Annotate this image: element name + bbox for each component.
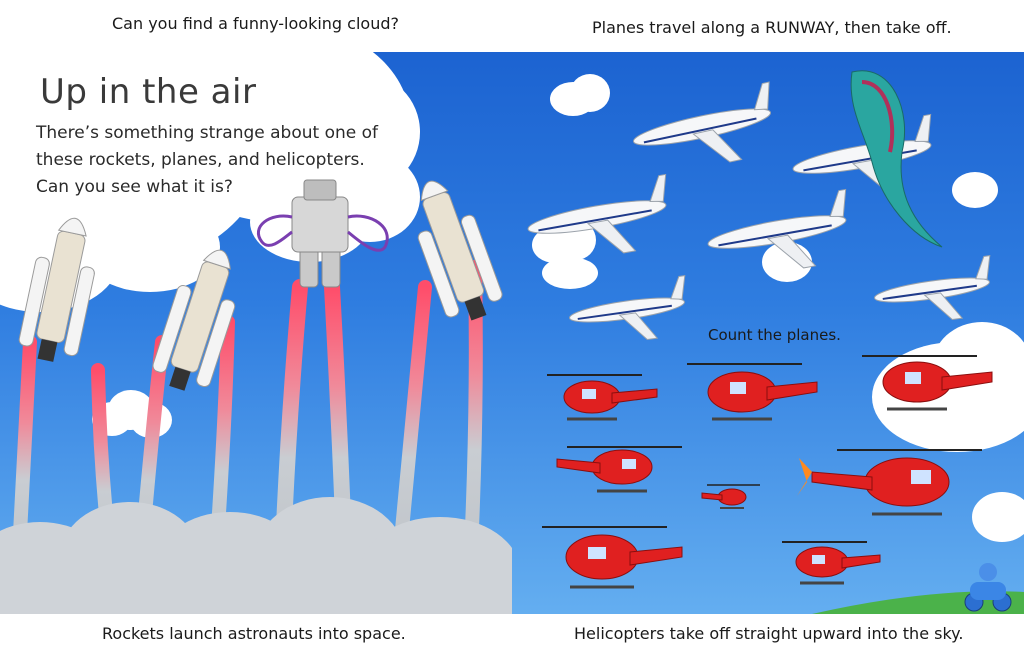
caption-top-right: Planes travel along a RUNWAY, then take …	[592, 18, 952, 37]
rocket	[417, 180, 503, 321]
small-cloud	[972, 492, 1024, 542]
airplane	[569, 275, 686, 340]
parrot-wing	[850, 70, 943, 248]
airplane	[874, 255, 991, 320]
title-cloud	[80, 202, 220, 292]
helicopter	[701, 484, 760, 509]
helicopter	[782, 541, 881, 585]
small-cloud	[542, 257, 598, 289]
right-page-sky: Count the planes.	[512, 52, 1024, 614]
helicopter	[556, 446, 682, 493]
scooter-character	[964, 563, 1012, 612]
robot-rocket	[256, 179, 389, 288]
launch-smoke	[0, 497, 512, 614]
large-cloud	[932, 322, 1024, 412]
caption-top-left: Can you find a funny-looking cloud?	[112, 14, 399, 33]
caption-bottom-right: Helicopters take off straight upward int…	[574, 624, 964, 643]
helicopter	[862, 355, 993, 411]
intro-text: There’s something strange about one of t…	[36, 123, 379, 197]
airplane	[707, 188, 847, 269]
small-cloud	[952, 172, 998, 208]
helicopter	[687, 363, 818, 421]
airplane	[632, 81, 772, 163]
caption-bottom-left: Rockets launch astronauts into space.	[102, 624, 406, 643]
airplane	[527, 173, 667, 254]
rockets-illustration	[0, 179, 512, 614]
page-title: Up in the air	[40, 72, 257, 112]
rocket	[152, 249, 236, 391]
aircraft-illustration	[527, 70, 1024, 614]
helicopter	[797, 449, 982, 516]
rocket	[18, 217, 95, 362]
left-page-sky: Up in the air There’s something strange …	[0, 52, 512, 614]
count-planes-label: Count the planes.	[708, 326, 841, 344]
small-cloud	[570, 74, 610, 112]
helicopter	[547, 374, 658, 421]
helicopter	[542, 526, 683, 589]
